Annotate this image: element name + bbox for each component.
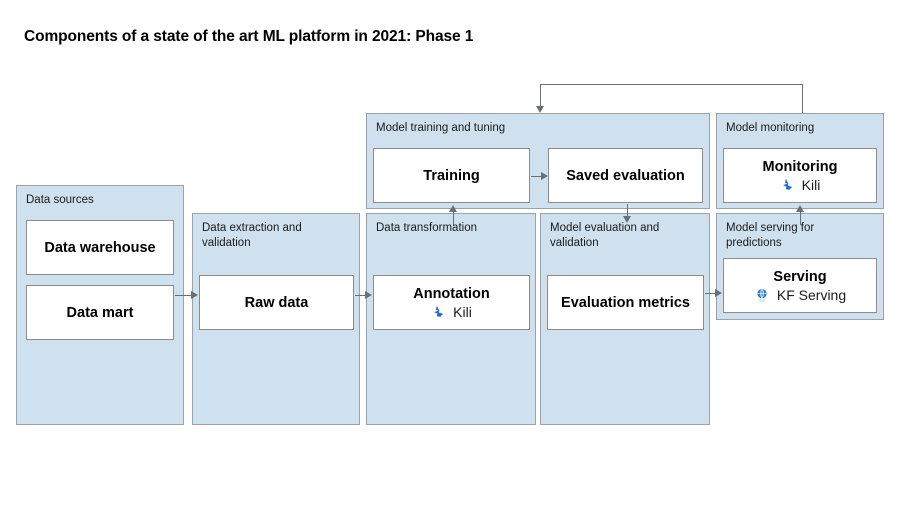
arrow-serving-to-monitoring-head: [796, 205, 804, 212]
node-training-title: Training: [423, 167, 480, 184]
node-annotation-title: Annotation: [413, 285, 490, 302]
group-model-evaluation-label: Model evaluation and validation: [550, 222, 660, 249]
node-raw-data[interactable]: Raw data: [199, 275, 354, 330]
node-monitoring-vendor: Kili: [780, 176, 821, 193]
arrow-savedeval-to-modeleval-line: [627, 204, 628, 220]
node-evaluation-metrics-title: Evaluation metrics: [561, 294, 690, 311]
node-data-warehouse-title: Data warehouse: [44, 239, 156, 256]
arrow-feedback-left-segment: [540, 84, 541, 108]
arrow-rawdata-to-annotation-line: [355, 295, 367, 296]
kili-logo-icon: [782, 178, 792, 190]
node-serving-vendor: KF Serving: [754, 287, 846, 303]
group-model-training-label: Model training and tuning: [376, 122, 506, 134]
arrow-training-to-savedeval-line: [531, 176, 542, 177]
node-saved-evaluation[interactable]: Saved evaluation: [548, 148, 703, 203]
node-annotation-vendor-label: Kili: [453, 303, 472, 320]
node-serving-title: Serving: [773, 268, 827, 285]
node-raw-data-title: Raw data: [244, 294, 309, 311]
arrow-feedback-top-segment: [540, 84, 803, 85]
node-monitoring-title: Monitoring: [762, 158, 838, 175]
arrow-datamart-to-rawdata-line: [175, 295, 192, 296]
arrow-datamart-to-rawdata-head: [191, 291, 198, 299]
node-serving[interactable]: Serving KF Serving: [723, 258, 877, 313]
node-annotation-vendor: Kili: [431, 304, 472, 320]
arrow-feedback-right-segment: [802, 84, 803, 113]
node-monitoring[interactable]: Monitoring Kili: [723, 148, 877, 203]
node-saved-evaluation-title: Saved evaluation: [566, 167, 685, 184]
kubeflow-logo-icon: [757, 288, 767, 302]
arrow-feedback-head: [536, 106, 544, 113]
node-annotation[interactable]: Annotation Kili: [373, 275, 530, 330]
group-data-extraction-label: Data extraction and validation: [202, 222, 302, 249]
arrow-rawdata-to-annotation-head: [365, 291, 372, 299]
node-monitoring-vendor-label: Kili: [801, 176, 821, 193]
arrow-savedeval-to-modeleval-head: [623, 216, 631, 223]
node-training[interactable]: Training: [373, 148, 530, 203]
node-evaluation-metrics[interactable]: Evaluation metrics: [547, 275, 704, 330]
arrow-training-to-savedeval-head: [541, 172, 548, 180]
node-data-mart[interactable]: Data mart: [26, 285, 174, 340]
page-title: Components of a state of the art ML plat…: [24, 28, 474, 45]
group-model-serving-label: Model serving for predictions: [726, 222, 815, 249]
arrow-serving-to-monitoring-line: [800, 209, 801, 225]
group-data-sources-label: Data sources: [26, 194, 94, 206]
kili-logo-icon: [434, 305, 444, 317]
arrow-evalmetrics-to-serving-head: [715, 289, 722, 297]
arrow-transformation-to-training-head: [449, 205, 457, 212]
group-data-transformation-label: Data transformation: [376, 222, 477, 234]
arrow-transformation-to-training-line: [453, 209, 454, 225]
node-data-warehouse[interactable]: Data warehouse: [26, 220, 174, 275]
node-serving-vendor-label: KF Serving: [776, 286, 847, 303]
arrow-evalmetrics-to-serving-line: [705, 293, 718, 294]
node-data-mart-title: Data mart: [66, 304, 134, 321]
group-model-monitoring-label: Model monitoring: [726, 122, 815, 134]
